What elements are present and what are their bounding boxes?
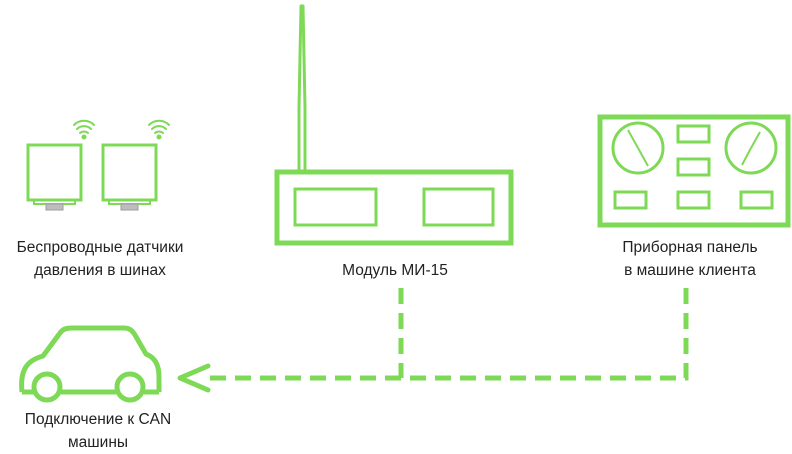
sensors-label-line1: Беспроводные датчики bbox=[16, 239, 184, 256]
wifi-signal-icon bbox=[148, 119, 170, 140]
wifi-signal-icon bbox=[73, 119, 95, 140]
arrowhead-icon bbox=[177, 363, 211, 393]
sensors-label: Беспроводные датчики давления в шинах bbox=[0, 236, 200, 282]
car-label: Подключение к CAN машины bbox=[0, 408, 196, 454]
panel-label-line2: в машине клиента bbox=[624, 262, 756, 279]
module-label-text: Модуль МИ-15 bbox=[342, 262, 448, 279]
gauge-right-icon bbox=[724, 121, 778, 175]
car-label-line1: Подключение к CAN bbox=[24, 411, 172, 428]
panel-label-line1: Приборная панель bbox=[622, 239, 758, 256]
sensor-left bbox=[26, 119, 95, 211]
tire-pressure-sensors-icon bbox=[26, 119, 170, 211]
dashboard-panel-icon bbox=[597, 114, 791, 228]
gauge-left-icon bbox=[611, 121, 665, 175]
sensors-label-line2: давления в шинах bbox=[34, 262, 166, 279]
sensor-right bbox=[101, 119, 170, 211]
connector-panel-to-car bbox=[177, 288, 689, 393]
car-label-line2: машины bbox=[67, 434, 129, 451]
panel-label: Приборная панель в машине клиента bbox=[592, 236, 788, 282]
car-icon bbox=[19, 325, 162, 403]
module-antenna-icon bbox=[274, 4, 514, 246]
module-label: Модуль МИ-15 bbox=[300, 259, 490, 282]
antenna-icon bbox=[297, 4, 307, 172]
